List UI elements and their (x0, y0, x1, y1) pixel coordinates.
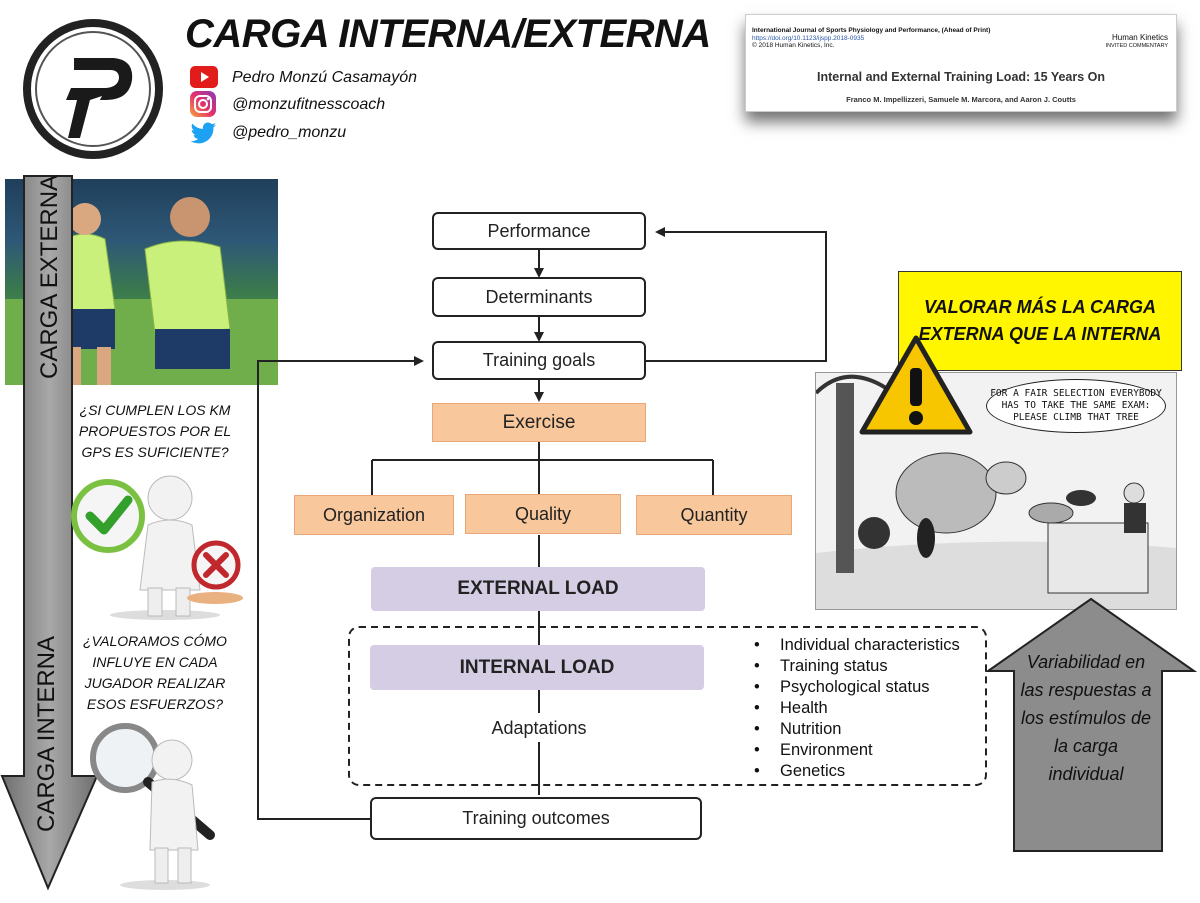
twitter-icon (190, 122, 216, 144)
cartoon-speech-bubble: FOR A FAIR SELECTION EVERYBODY HAS TO TA… (986, 379, 1166, 433)
exercise-box: Exercise (432, 403, 646, 442)
paper-copyright: © 2018 Human Kinetics, Inc. (752, 42, 835, 49)
quality-box: Quality (465, 494, 621, 534)
question-gps: ¿SI CUMPLEN LOS KM PROPUESTOS POR EL GPS… (78, 402, 232, 460)
paper-publisher: Human Kinetics (1111, 33, 1168, 42)
instagram-handle[interactable]: @monzufitnesscoach (232, 96, 386, 113)
page-title: CARGA INTERNA/EXTERNA (185, 12, 711, 56)
cartoon-illustration: FOR A FAIR SELECTION EVERYBODY HAS TO TA… (815, 372, 1177, 610)
factor-item: Environment (754, 740, 960, 761)
training-outcomes-box: Training outcomes (370, 797, 702, 840)
variability-text: Variabilidad en las respuestas a los est… (1020, 652, 1152, 784)
external-load-box: EXTERNAL LOAD (371, 567, 705, 611)
paper-doi[interactable]: https://doi.org/10.1123/ijspp.2018-0935 (752, 35, 865, 42)
determinants-box: Determinants (432, 277, 646, 317)
warning-icon (859, 335, 973, 435)
organization-box: Organization (294, 495, 454, 535)
factor-item: Genetics (754, 761, 960, 782)
quantity-box: Quantity (636, 495, 792, 535)
youtube-icon (190, 66, 218, 88)
internal-load-box: INTERNAL LOAD (370, 645, 704, 690)
factor-item: Training status (754, 656, 960, 677)
brand-logo (23, 19, 163, 159)
author-name: Pedro Monzú Casamayón (232, 69, 417, 86)
load-direction-arrow (0, 175, 99, 891)
paper-journal: International Journal of Sports Physiolo… (752, 27, 991, 34)
instagram-icon (190, 91, 216, 117)
performance-box: Performance (432, 212, 646, 250)
twitter-handle[interactable]: @pedro_monzu (232, 124, 347, 141)
paper-reference: International Journal of Sports Physiolo… (745, 14, 1177, 112)
check-figure-illustration (71, 475, 243, 620)
factor-item: Individual characteristics (754, 635, 960, 656)
factor-item: Health (754, 698, 960, 719)
adaptations-label: Adaptations (491, 717, 587, 738)
question-player: ¿VALORAMOS CÓMO INFLUYE EN CADA JUGADOR … (83, 633, 227, 712)
paper-authors: Franco M. Impellizzeri, Samuele M. Marco… (846, 95, 1076, 104)
individual-factors-list: Individual characteristics Training stat… (754, 635, 960, 782)
warning-box: VALORAR MÁS LA CARGA EXTERNA QUE LA INTE… (898, 271, 1182, 371)
factor-item: Psychological status (754, 677, 960, 698)
paper-title: Internal and External Training Load: 15 … (816, 70, 1106, 84)
magnifier-figure-illustration (90, 723, 215, 890)
paper-type: INVITED COMMENTARY (1105, 43, 1168, 49)
training-goals-box: Training goals (432, 341, 646, 380)
variability-arrow (985, 597, 1197, 852)
factor-item: Nutrition (754, 719, 960, 740)
